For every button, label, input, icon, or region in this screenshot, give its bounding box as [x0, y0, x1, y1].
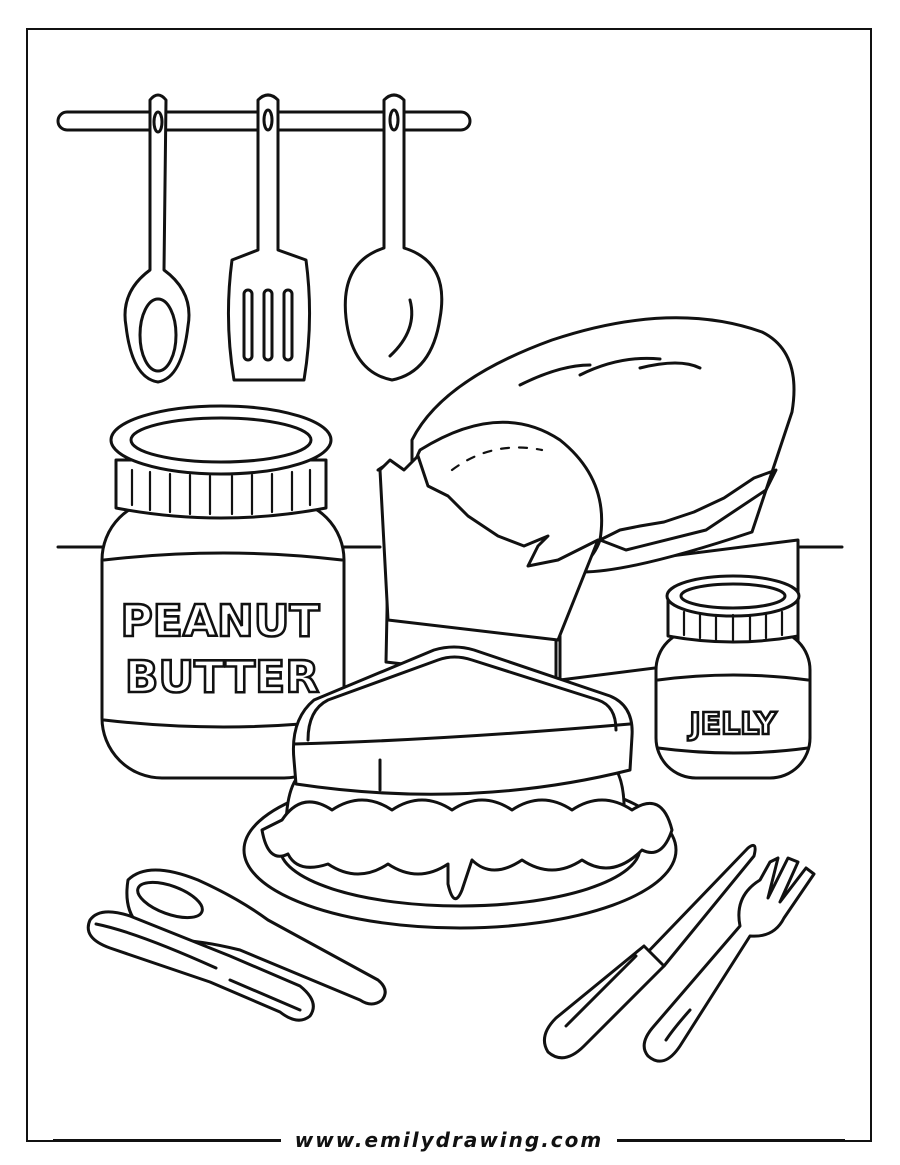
jelly-jar-icon — [654, 574, 812, 780]
footer-rule-right — [617, 1139, 846, 1141]
hanging-ladle-icon — [343, 93, 444, 382]
peanut-butter-jar-icon — [100, 404, 346, 780]
hanging-spatula-icon — [226, 93, 312, 382]
sandwich-icon — [260, 645, 674, 901]
table-knife-right-icon — [542, 843, 757, 1060]
footer-url[interactable]: www.emilydrawing.com — [280, 1128, 618, 1152]
table-knife-left-icon — [86, 910, 315, 1022]
jelly-label: JELLY — [688, 707, 778, 742]
hanging-spoon-icon — [123, 93, 191, 384]
peanut-butter-label-line2: BUTTER — [125, 652, 319, 703]
peanut-butter-label-line1: PEANUT — [121, 596, 320, 647]
footer-rule-left — [52, 1139, 281, 1141]
table-fork-icon — [642, 856, 816, 1063]
footer: www.emilydrawing.com — [26, 1125, 872, 1155]
